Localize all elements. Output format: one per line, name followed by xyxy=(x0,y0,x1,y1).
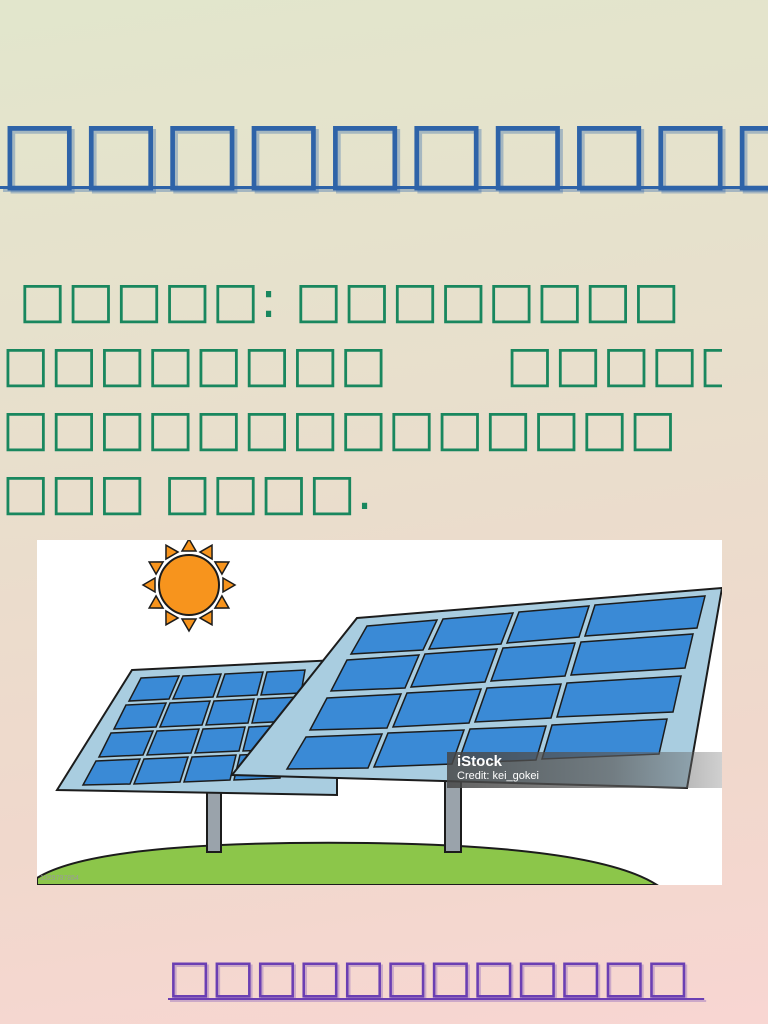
solar-panel-right xyxy=(229,586,722,790)
istock-watermark: iStock Credit: kei_gokei xyxy=(447,752,722,788)
left-panel-post xyxy=(206,789,222,853)
hill xyxy=(37,841,659,885)
page-title: □□□□□□□□□□□□ xyxy=(0,102,768,200)
description-line-4: □□□ □□□□. xyxy=(2,463,374,521)
description: □□□□□: □□□□□□□□ □□□□□□□□ □□□□□□ □□□□□□□□… xyxy=(2,268,722,524)
sun-icon xyxy=(141,540,237,633)
solar-panel-illustration: iStock Credit: kei_gokei 1329797854 xyxy=(37,540,722,885)
solar-panel-image xyxy=(37,540,722,885)
description-line-1: □□□□□: □□□□□□□□ xyxy=(2,271,681,329)
description-line-2: □□□□□□□□ □□□□□□ xyxy=(2,335,722,393)
footer-link[interactable]: □□□□□□□□□□□□ xyxy=(168,949,705,1003)
right-panel-post xyxy=(444,779,462,853)
watermark-credit: Credit: kei_gokei xyxy=(457,770,539,782)
photo-id: 1329797854 xyxy=(40,875,79,882)
watermark-brand: iStock xyxy=(457,753,503,770)
description-line-3: □□□□□□□□□□□□□□ xyxy=(2,399,678,457)
